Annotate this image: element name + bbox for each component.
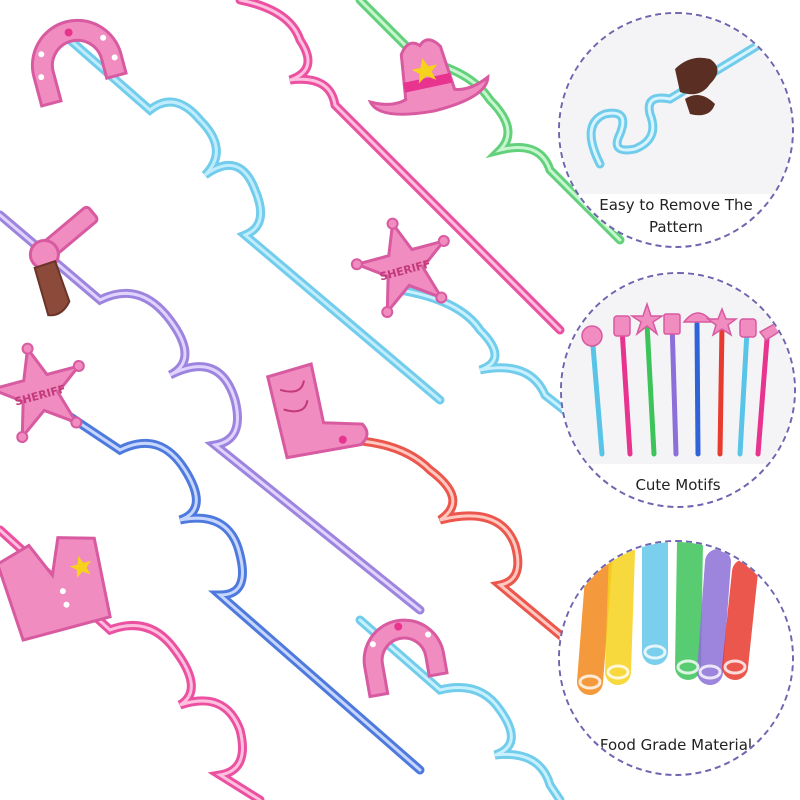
straw-cyan-horseshoe [65,35,445,405]
straw-pink-vest [0,525,265,800]
callout-caption: Cute Motifs [635,476,721,494]
detail-photo-motifs [562,274,794,464]
callout-easy-remove: Easy to Remove The Pattern [558,12,794,248]
straw-blue [55,405,425,775]
callout-cute-motifs: Cute Motifs [560,272,796,508]
cowboy-hat-icon [367,38,490,116]
straw-purple [0,210,425,615]
straw-green [355,0,625,245]
sheriff-badge-icon: SHERIFF [350,217,450,319]
callout-caption: Easy to Remove The Pattern [599,196,753,236]
detail-photo-straw-tubes [560,542,792,727]
horseshoe-icon [30,18,128,108]
sheriff-badge-icon: SHERIFF [0,342,85,444]
callout-food-grade: Food Grade Material [558,540,794,776]
horseshoe-icon [362,618,449,699]
revolver-icon [28,205,99,317]
straw-cyan-sheriff [395,285,645,475]
straw-cyan-bottom [355,615,565,800]
straw-red [335,435,595,665]
cowboy-vest-icon [0,536,112,642]
detail-photo-removable-topper [560,14,792,194]
callout-caption: Food Grade Material [599,736,753,754]
cowboy-boot-icon [265,362,369,460]
straw-pink-top [235,0,565,335]
